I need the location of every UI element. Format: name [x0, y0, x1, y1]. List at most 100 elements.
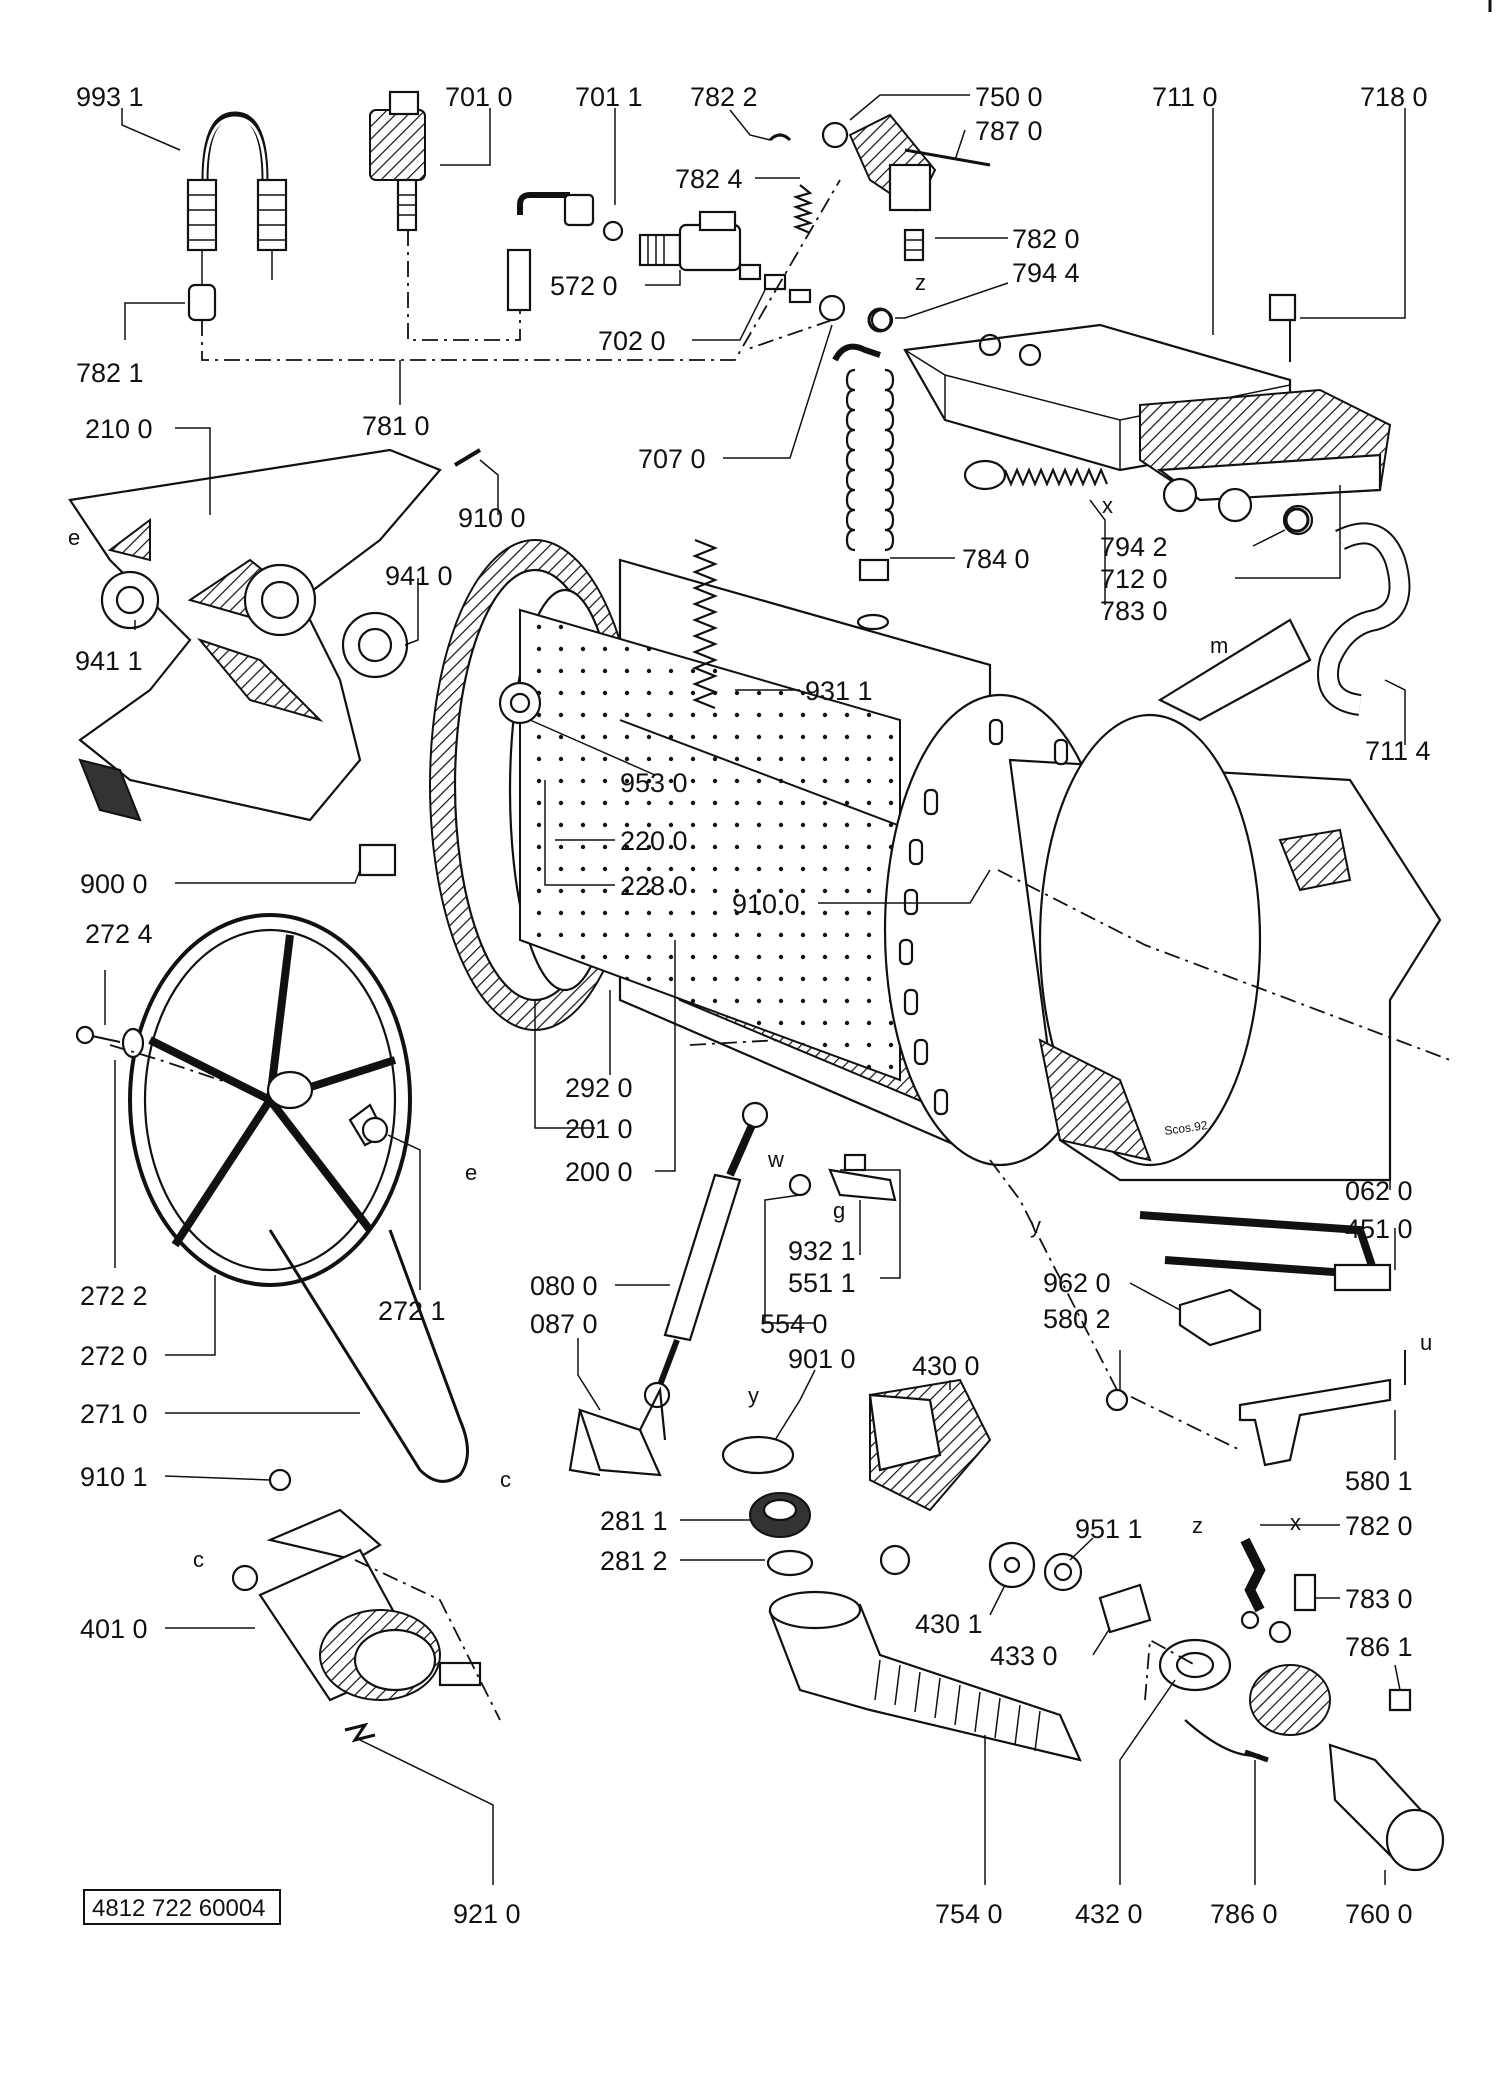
- callout-941-1: 941 1: [75, 646, 143, 676]
- part-993-1-hose: [186, 111, 288, 322]
- callout-750-0: 750 0: [975, 82, 1043, 112]
- callout-782-0-lower: 782 0: [1345, 1511, 1413, 1541]
- part-272-0-pulley: [128, 913, 412, 1287]
- letter-c-belt: c: [500, 1467, 511, 1492]
- callout-786-1: 786 1: [1345, 1632, 1413, 1662]
- callout-201-0: 201 0: [565, 1114, 633, 1144]
- callout-451-0: 451 0: [1345, 1214, 1413, 1244]
- part-754-0-drain-hose: [768, 1590, 1082, 1762]
- part-711-4-hose: [1157, 522, 1411, 722]
- part-432-0-housing: [1158, 1638, 1232, 1692]
- part-782-2-clip: [768, 133, 792, 142]
- part-272-2-washer: [121, 1027, 145, 1059]
- document-code: 4812 722 60004: [92, 1895, 266, 1922]
- callout-labels: 993 1 701 0 701 1 782 2 750 0 787 0 711 …: [75, 82, 1431, 1929]
- part-210-0-cross-piece: [68, 448, 442, 822]
- part-271-0-belt: [268, 1229, 469, 1483]
- letter-u: u: [1420, 1330, 1432, 1355]
- callout-921-0: 921 0: [453, 1899, 521, 1929]
- letter-x-upper: x: [1102, 493, 1113, 518]
- callout-910-0-middle: 910 0: [732, 889, 800, 919]
- part-931-1-spring: [692, 538, 718, 710]
- callout-701-1: 701 1: [575, 82, 643, 112]
- letter-e-pulley: e: [465, 1160, 477, 1185]
- callout-782-4: 782 4: [675, 164, 743, 194]
- callout-782-2: 782 2: [690, 82, 758, 112]
- part-921-0-clip: [344, 1722, 376, 1743]
- part-220-0-drum: [519, 608, 901, 1082]
- callout-401-0: 401 0: [80, 1614, 148, 1644]
- callout-783-0-lower: 783 0: [1345, 1584, 1413, 1614]
- drawing-mark: Scos.92: [1163, 1118, 1208, 1138]
- callout-782-0-upper: 782 0: [1012, 224, 1080, 254]
- letter-y-tub: y: [1030, 1213, 1041, 1238]
- callout-900-0: 900 0: [80, 869, 148, 899]
- callout-951-1: 951 1: [1075, 1514, 1143, 1544]
- callout-228-0: 228 0: [620, 871, 688, 901]
- document-code-box: 4812 722 60004: [83, 1889, 281, 1925]
- part-inlet-hose-connector: [506, 192, 595, 312]
- callout-993-1: 993 1: [76, 82, 144, 112]
- callout-580-1: 580 1: [1345, 1466, 1413, 1496]
- letter-y-pump: y: [748, 1383, 759, 1408]
- callout-760-0: 760 0: [1345, 1899, 1413, 1929]
- part-910-0-screw: [453, 448, 482, 467]
- part-786-0-cord: [1184, 1719, 1269, 1763]
- callout-754-0: 754 0: [935, 1899, 1003, 1929]
- part-794-2-oring: [1284, 507, 1310, 533]
- callout-784-0: 784 0: [962, 544, 1030, 574]
- callout-962-0: 962 0: [1043, 1268, 1111, 1298]
- part-786-1-pin: [1388, 1688, 1412, 1712]
- callout-272-0: 272 0: [80, 1341, 148, 1371]
- callout-941-0: 941 0: [385, 561, 453, 591]
- callout-080-0: 080 0: [530, 1271, 598, 1301]
- callout-931-1: 931 1: [805, 676, 873, 706]
- callout-782-1: 782 1: [76, 358, 144, 388]
- part-712-0-drawer: [1139, 388, 1392, 513]
- callout-271-0: 271 0: [80, 1399, 148, 1429]
- callout-281-2: 281 2: [600, 1546, 668, 1576]
- callout-932-1: 932 1: [788, 1236, 856, 1266]
- part-760-0-filter: [1249, 1664, 1445, 1872]
- callout-701-0: 701 0: [445, 82, 513, 112]
- letter-z-upper: z: [915, 270, 926, 295]
- callout-953-0: 953 0: [620, 768, 688, 798]
- callout-794-2: 794 2: [1100, 532, 1168, 562]
- callout-430-0: 430 0: [912, 1351, 980, 1381]
- callout-711-4: 711 4: [1365, 736, 1431, 766]
- part-750-0-dispenser-head: [821, 113, 991, 262]
- part-794-4-oring: [867, 307, 893, 333]
- callout-272-4: 272 4: [85, 919, 153, 949]
- callout-572-0: 572 0: [550, 271, 618, 301]
- callout-087-0: 087 0: [530, 1309, 598, 1339]
- callout-432-0: 432 0: [1075, 1899, 1143, 1929]
- part-580-1-bracket: [1238, 1350, 1406, 1467]
- leader-lines: [104, 94, 1406, 1885]
- letter-c-motor: c: [193, 1547, 204, 1572]
- callout-210-0: 210 0: [85, 414, 153, 444]
- callout-702-0: 702 0: [598, 326, 666, 356]
- callout-220-0: 220 0: [620, 826, 688, 856]
- letter-x-lower: x: [1290, 1510, 1301, 1535]
- part-782-0-hose-end: [1240, 1537, 1266, 1630]
- callout-910-0-upper: 910 0: [458, 503, 526, 533]
- letter-w: w: [767, 1147, 784, 1172]
- part-087-0-bracket: [568, 1386, 667, 1477]
- part-910-1-screw: [268, 1468, 292, 1492]
- part-941-0-bearing: [341, 611, 409, 679]
- callout-554-0: 554 0: [760, 1309, 828, 1339]
- callout-781-0: 781 0: [362, 411, 430, 441]
- part-430-1-washer: [988, 1541, 1036, 1589]
- callout-200-0: 200 0: [565, 1157, 633, 1187]
- assembly-lines: [109, 179, 1451, 1721]
- callout-272-1: 272 1: [378, 1296, 446, 1326]
- part-080-0-shock-absorber: [643, 1101, 769, 1409]
- connection-letters: z e x m e w g y u y c z x c: [68, 270, 1432, 1572]
- callout-910-1: 910 1: [80, 1462, 148, 1492]
- callout-433-0: 433 0: [990, 1641, 1058, 1671]
- part-953-0-bushing: [498, 681, 542, 725]
- part-281-2-cap: [766, 1549, 814, 1577]
- callout-783-0-upper: 783 0: [1100, 596, 1168, 626]
- callout-786-0: 786 0: [1210, 1899, 1278, 1929]
